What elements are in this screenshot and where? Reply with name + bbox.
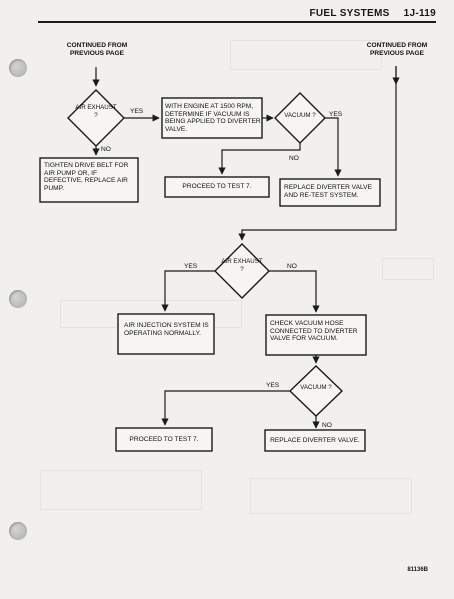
punch-hole-icon: [9, 290, 27, 308]
header-section: FUEL SYSTEMS: [309, 8, 390, 19]
connector-arrow: [269, 270, 320, 313]
connector-arrow: [161, 270, 215, 312]
process-box-proceed-test7-a: [164, 176, 270, 198]
branch-label-no-3: NO: [287, 263, 297, 270]
continued-label-right: CONTINUED FROM PREVIOUS PAGE: [366, 42, 428, 57]
process-text-tighten-belt: TIGHTEN DRIVE BELT FOR AIR PUMP OR, IF D…: [44, 162, 129, 192]
branch-label-yes-2: YES: [329, 111, 343, 118]
process-text-proceed-test7-a: PROCEED TO TEST 7.: [182, 183, 252, 190]
process-box-replace-diverter: [264, 429, 366, 452]
connector-arrow: [161, 390, 290, 426]
connector-arrow: [325, 117, 342, 177]
process-text-check-vacuum-hose: CHECK VACUUM HOSE CONNECTED TO DIVERTER …: [270, 320, 358, 343]
decision-text-vacuum-1: VACUUM ?: [284, 112, 316, 119]
process-text-proceed-test7-b: PROCEED TO TEST 7.: [129, 436, 199, 443]
connector-arrow: [218, 143, 301, 175]
bleed-through-artifact: [230, 40, 382, 70]
figure-number: 81136B: [407, 567, 428, 573]
decision-text-vacuum-2: VACUUM ?: [300, 384, 332, 391]
decision-text-air-exhaust-1: AIR EXHAUST ?: [75, 104, 117, 119]
branch-label-yes-3: YES: [184, 263, 198, 270]
process-text-air-injection-ok: AIR INJECTION SYSTEM IS OPERATING NORMAL…: [124, 322, 209, 337]
process-text-replace-diverter: REPLACE DIVERTER VALVE.: [270, 437, 360, 444]
process-box-replace-retest: [279, 178, 381, 207]
header-page-number: 1J-119: [403, 8, 436, 19]
branch-label-no-1: NO: [101, 146, 111, 153]
decision-text-air-exhaust-2: AIR EXHAUST ?: [221, 258, 263, 273]
continued-label-left: CONTINUED FROM PREVIOUS PAGE: [66, 42, 128, 57]
process-box-check-vacuum-hose: [265, 314, 367, 356]
page-header: FUEL SYSTEMS 1J-119: [310, 8, 437, 19]
branch-label-no-2: NO: [289, 155, 299, 162]
punch-hole-icon: [9, 59, 27, 77]
bleed-through-artifact: [382, 258, 434, 280]
branch-label-yes-4: YES: [266, 382, 280, 389]
punch-hole-icon: [9, 522, 27, 540]
process-text-replace-retest: REPLACE DIVERTER VALVE AND RE-TEST SYSTE…: [284, 184, 372, 199]
branch-label-no-4: NO: [322, 422, 332, 429]
process-box-proceed-test7-b: [115, 427, 213, 452]
process-text-1500rpm: WITH ENGINE AT 1500 RPM, DETERMINE IF VA…: [165, 103, 261, 133]
bleed-through-artifact: [250, 478, 412, 514]
branch-label-yes-1: YES: [130, 108, 144, 115]
process-box-air-injection-ok: [117, 313, 215, 355]
process-box-tighten-belt: [39, 157, 139, 203]
header-rule: [38, 21, 436, 23]
connector-arrow: [238, 66, 397, 241]
decision-diamond-air-exhaust-2: [214, 243, 270, 299]
bleed-through-artifact: [40, 470, 202, 510]
